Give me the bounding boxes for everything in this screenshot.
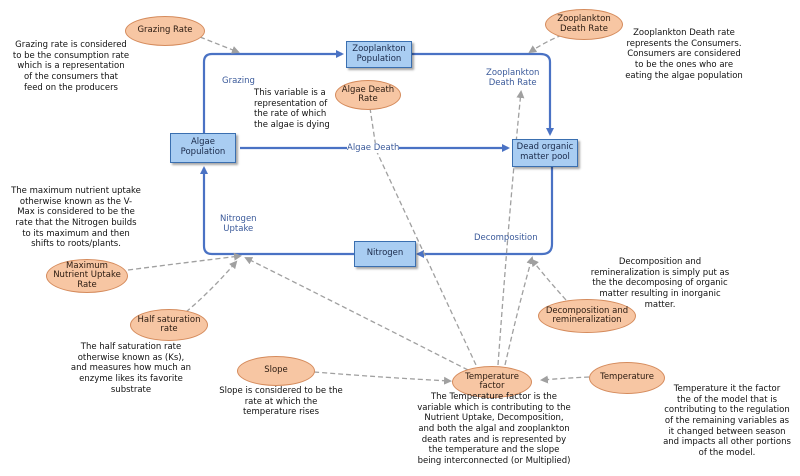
link-half-sat [185,260,238,313]
stock-dead-organic-matter[interactable]: Dead organic matter pool [512,139,578,167]
zooplankton-death-flow [408,52,554,136]
link-tf-zoodeath [497,90,525,366]
decomposition-flow [416,167,554,258]
note-decomposition: Decomposition and remineralization is si… [590,257,730,310]
var-decomposition-remineralization[interactable]: Decomposition and remineralization [538,299,636,333]
var-slope[interactable]: Slope [237,356,315,386]
link-grazing-rate [199,36,240,54]
note-slope: Slope is considered to be the rate at wh… [219,386,343,418]
nitrogen-uptake-flow [200,166,354,256]
note-algae-death: This variable is a representation of the… [254,88,330,130]
stock-zooplankton-population[interactable]: Zooplankton Population [346,41,412,68]
stock-nitrogen[interactable]: Nitrogen [354,241,416,267]
var-half-saturation-rate[interactable]: Half saturation rate [130,309,208,341]
var-temperature[interactable]: Temperature [589,362,665,394]
note-half-saturation: The half saturation rate otherwise known… [70,342,192,395]
var-max-nutrient-uptake-rate[interactable]: Maximum Nutrient Uptake Rate [46,259,128,293]
flow-label-zooplankton-death: Zooplankton Death Rate [486,68,540,89]
note-temperature: Temperature it the factor the of the mod… [663,384,791,458]
link-tf-uptake [244,257,469,371]
link-zooplankton-death-rate [528,34,563,54]
note-max-nutrient: The maximum nutrient uptake otherwise kn… [11,186,141,250]
link-max-uptake [127,252,242,271]
grazing-flow [202,50,344,133]
link-decomp-var [530,258,567,301]
var-grazing-rate[interactable]: Grazing Rate [125,16,205,46]
flow-label-algae-death: Algae Death [347,143,400,154]
var-temperature-factor[interactable]: Temperature factor [452,366,532,398]
stock-algae-population[interactable]: Algae Population [170,133,236,163]
link-temp [540,375,590,384]
note-temperature-factor: The Temperature factor is the variable w… [417,392,571,466]
flow-label-nitrogen-uptake: Nitrogen Uptake [220,214,257,235]
link-algae-death-rate [369,107,377,149]
link-tf-decomp [504,256,535,366]
flow-label-grazing: Grazing [222,76,255,86]
flow-label-decomposition: Decomposition [474,233,538,243]
note-zooplankton-death: Zooplankton Death rate represents the Co… [625,28,743,81]
var-algae-death-rate[interactable]: Algae Death Rate [335,80,401,110]
var-zooplankton-death-rate[interactable]: Zooplankton Death Rate [545,9,623,40]
link-slope [313,371,452,385]
note-grazing-rate: Grazing rate is considered to be the con… [12,40,130,93]
